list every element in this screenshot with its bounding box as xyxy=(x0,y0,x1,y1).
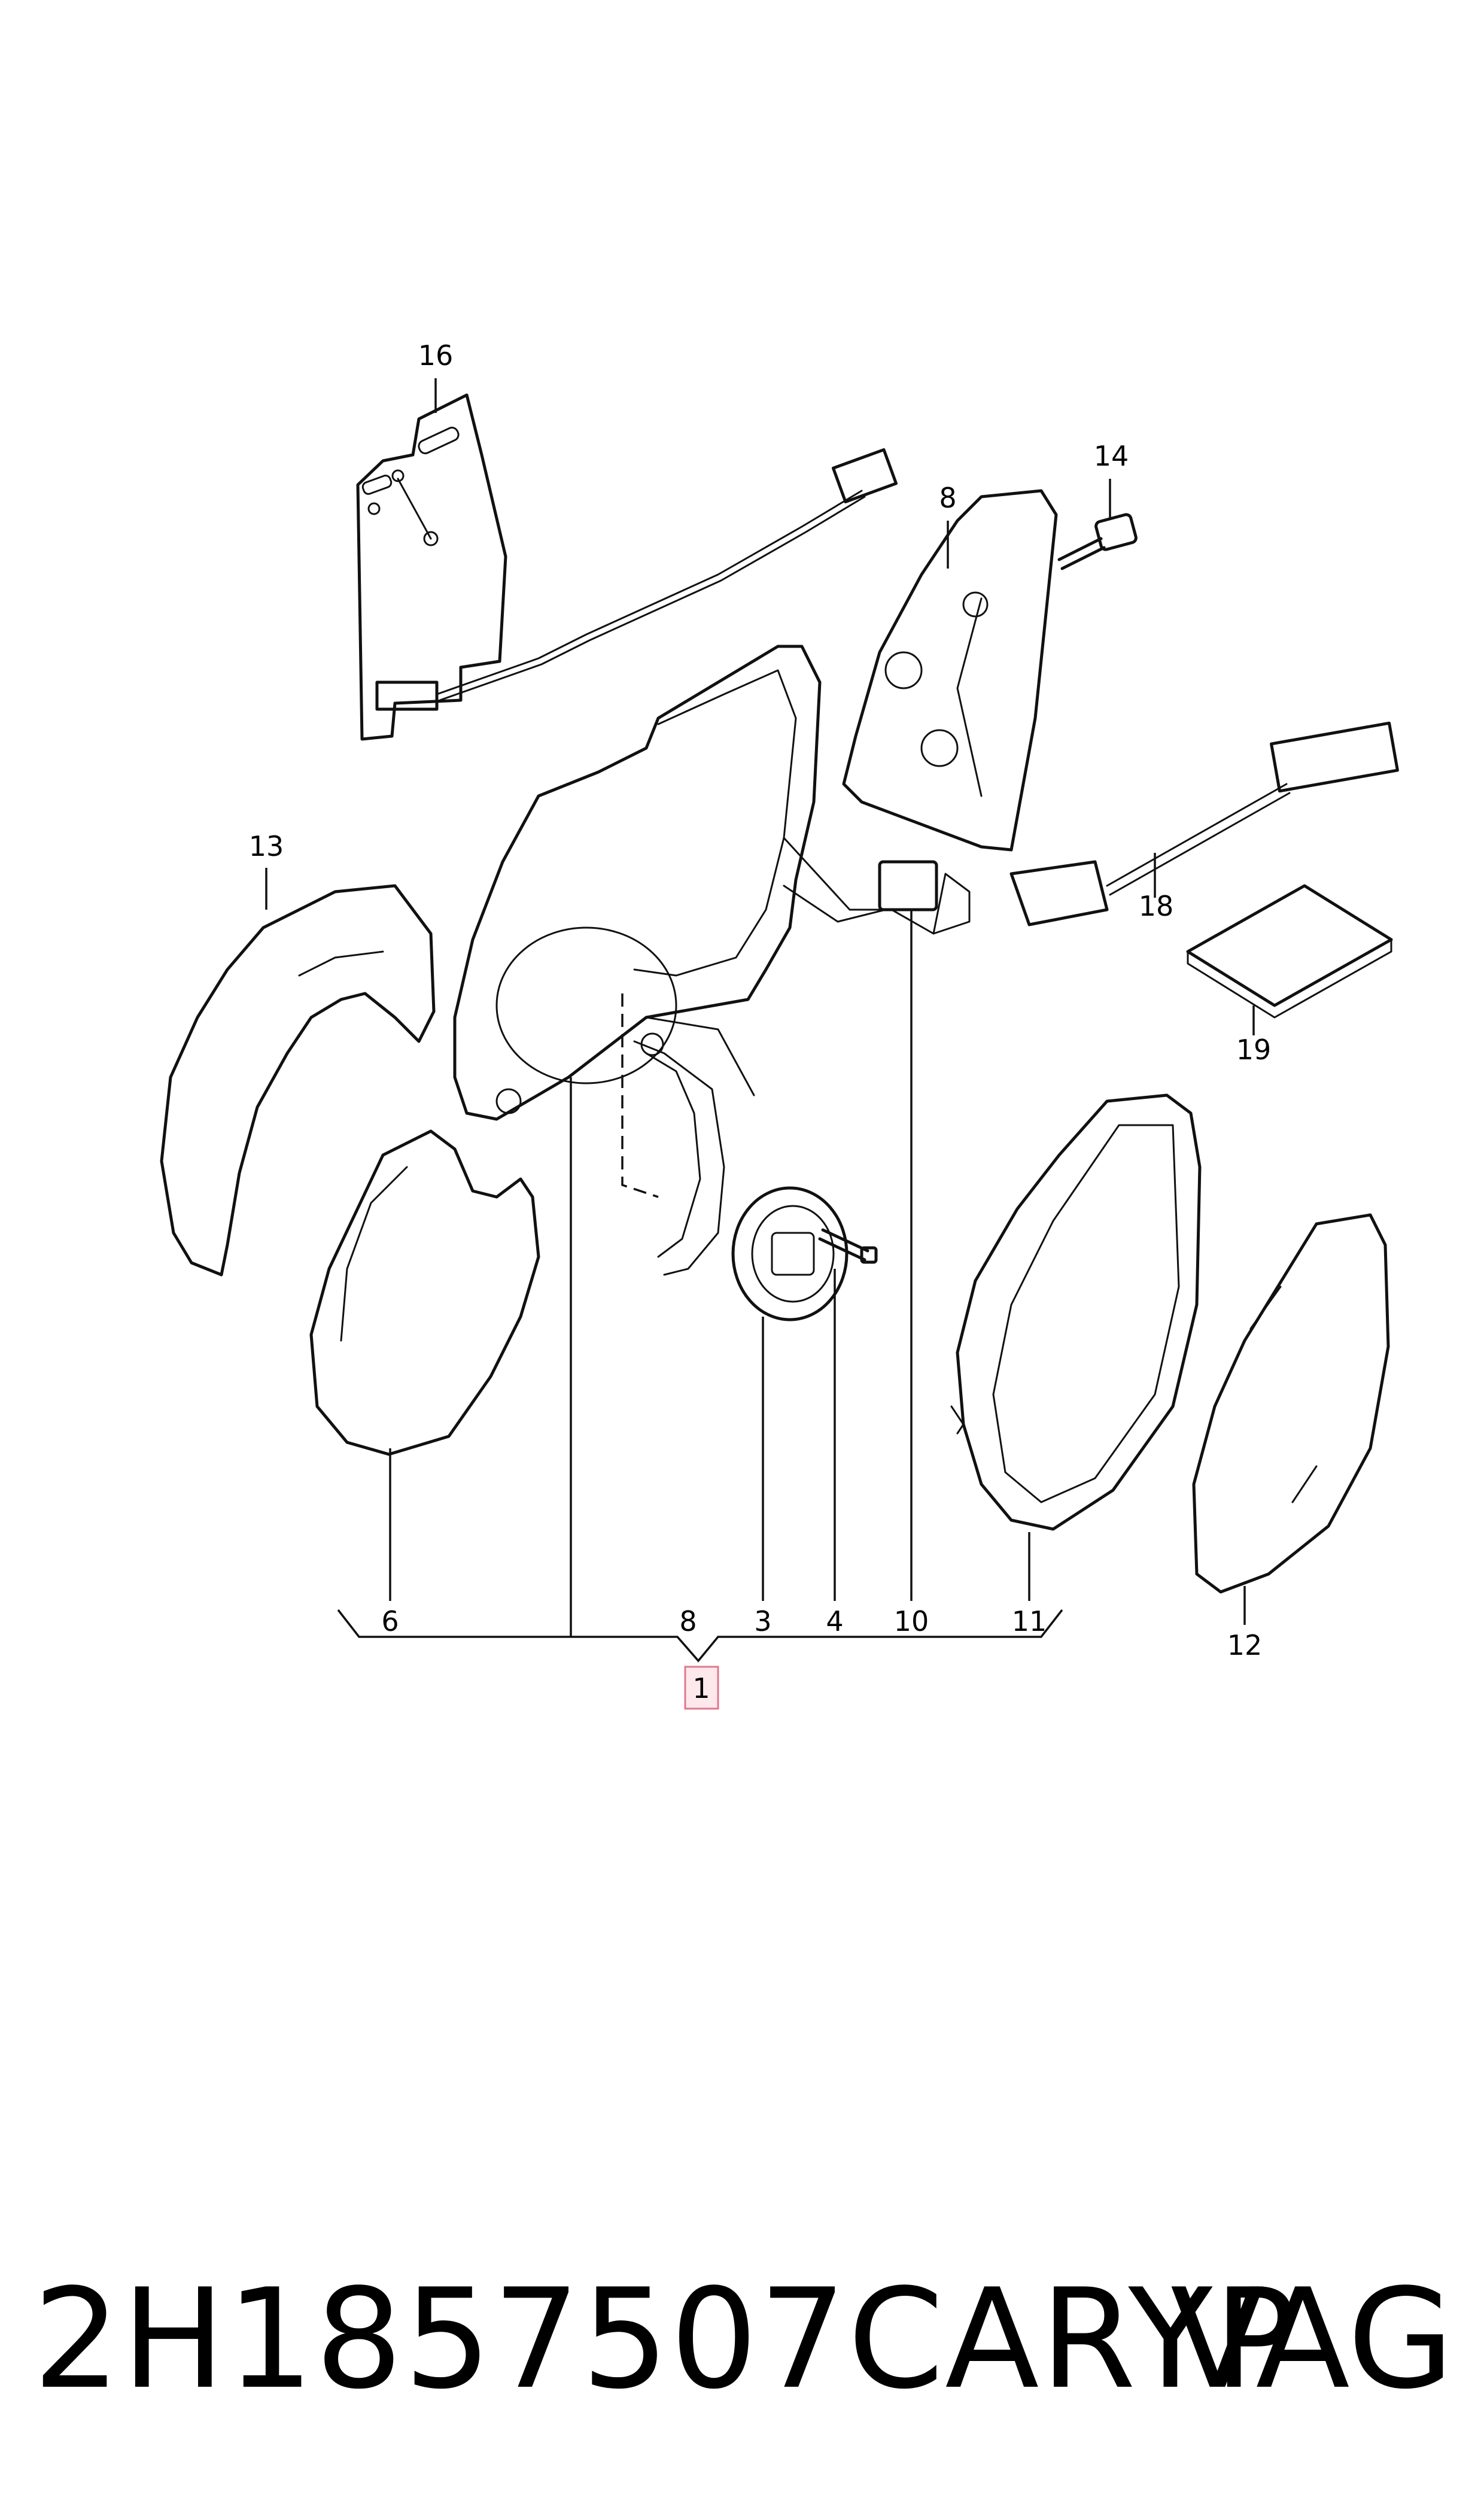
callout-10[interactable]: 10 xyxy=(894,1605,929,1637)
mirror-base-part xyxy=(453,645,971,1121)
callout-6[interactable]: 6 xyxy=(381,1605,399,1637)
callout-labels: 16 8 14 13 18 19 6 8 3 4 10 11 12 1 xyxy=(249,339,1272,1704)
callout-19[interactable]: 19 xyxy=(1236,1034,1272,1066)
motor-screw-part xyxy=(818,1228,878,1264)
assembly-callout-box xyxy=(684,1666,719,1710)
callout-8-bottom[interactable]: 8 xyxy=(679,1605,697,1637)
callout-16[interactable]: 16 xyxy=(418,339,454,372)
footer: 2H1857507CARYP VAG xyxy=(0,2250,1484,2430)
heating-element-pad-part xyxy=(842,489,1058,852)
adhesive-pad-part xyxy=(1186,884,1393,1019)
adjustment-motor-part xyxy=(633,1032,849,1321)
brand-name: VAG xyxy=(1170,2260,1454,2420)
screw-part xyxy=(1057,513,1138,570)
mirror-housing-shell-part xyxy=(309,1129,540,1456)
callout-1[interactable]: 1 xyxy=(692,1672,710,1704)
callout-13[interactable]: 13 xyxy=(249,830,284,862)
mirror-glass-frame-part xyxy=(950,1093,1202,1531)
callout-3[interactable]: 3 xyxy=(754,1605,771,1637)
callout-11[interactable]: 11 xyxy=(1012,1605,1047,1637)
callout-12[interactable]: 12 xyxy=(1227,1629,1263,1661)
connector-cable-part xyxy=(1009,721,1399,926)
callout-4[interactable]: 4 xyxy=(826,1605,843,1637)
callout-14[interactable]: 14 xyxy=(1094,440,1129,472)
mirror-cap-cover-part xyxy=(160,884,436,1277)
plug-connector-part xyxy=(783,860,938,923)
wiring-harness-bracket-part xyxy=(356,393,898,741)
part-number: 2H1857507CARYP xyxy=(33,2260,1298,2420)
mirror-glass-part xyxy=(1192,1213,1390,1594)
callout-18[interactable]: 18 xyxy=(1139,890,1174,922)
callout-8-top[interactable]: 8 xyxy=(939,482,956,514)
leader-lines xyxy=(265,378,1255,1663)
